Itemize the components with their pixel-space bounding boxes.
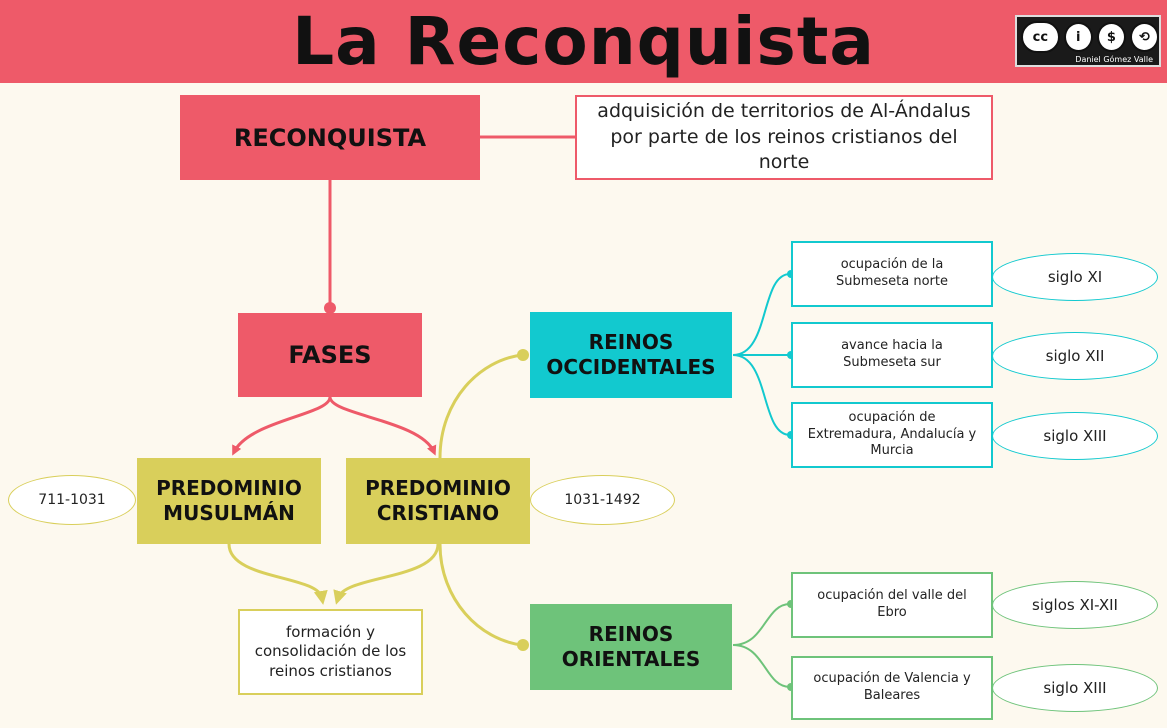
date-cristiano-oval: 1031-1492 (530, 475, 675, 525)
occidentales-item: ocupación de la Submeseta norte (791, 241, 993, 307)
cc-icons: cc i $ ⟲ (1021, 20, 1160, 54)
author-name: Daniel Gómez Valle (1075, 55, 1153, 64)
definition-node: adquisición de territorios de Al-Ándalus… (575, 95, 993, 180)
arrow-formacion-left (227, 543, 328, 605)
arrow-formacion-right (333, 543, 440, 605)
noncommercial-icon: $ (1096, 22, 1126, 52)
cc-icon: cc (1021, 21, 1060, 53)
orientales-item: ocupación de Valencia y Baleares (791, 656, 993, 720)
attribution-icon: i (1063, 22, 1093, 52)
line-occidentales (438, 353, 523, 459)
line-orientales (438, 543, 523, 647)
century-oval: siglos XI-XII (992, 581, 1158, 629)
century-oval: siglo XI (992, 253, 1158, 301)
orientales-item: ocupación del valle del Ebro (791, 572, 993, 638)
predominio-cristiano-node: PREDOMINIO CRISTIANO (346, 458, 530, 544)
fases-dot (324, 302, 336, 314)
formacion-node: formación y consolidación de los reinos … (238, 609, 423, 695)
arrow-musulman (232, 396, 332, 456)
fases-node: FASES (238, 313, 422, 397)
predominio-musulman-node: PREDOMINIO MUSULMÁN (137, 458, 321, 544)
reinos-orientales-node: REINOS ORIENTALES (530, 604, 732, 690)
header-bar (0, 0, 1167, 83)
reinos-occidentales-node: REINOS OCCIDENTALES (530, 312, 732, 398)
reconquista-node: RECONQUISTA (180, 95, 480, 180)
century-oval: siglo XII (992, 332, 1158, 380)
arrow-cristiano (328, 396, 437, 456)
century-oval: siglo XIII (992, 412, 1158, 460)
occidentales-item: ocupación de Extremadura, Andalucía y Mu… (791, 402, 993, 468)
century-oval: siglo XIII (992, 664, 1158, 712)
page-title: La Reconquista (292, 3, 875, 80)
sharealike-icon: ⟲ (1129, 22, 1160, 52)
cc-license-badge: cc i $ ⟲ Daniel Gómez Valle (1015, 15, 1161, 67)
occidentales-item: avance hacia la Submeseta sur (791, 322, 993, 388)
date-musulman-oval: 711-1031 (8, 475, 136, 525)
